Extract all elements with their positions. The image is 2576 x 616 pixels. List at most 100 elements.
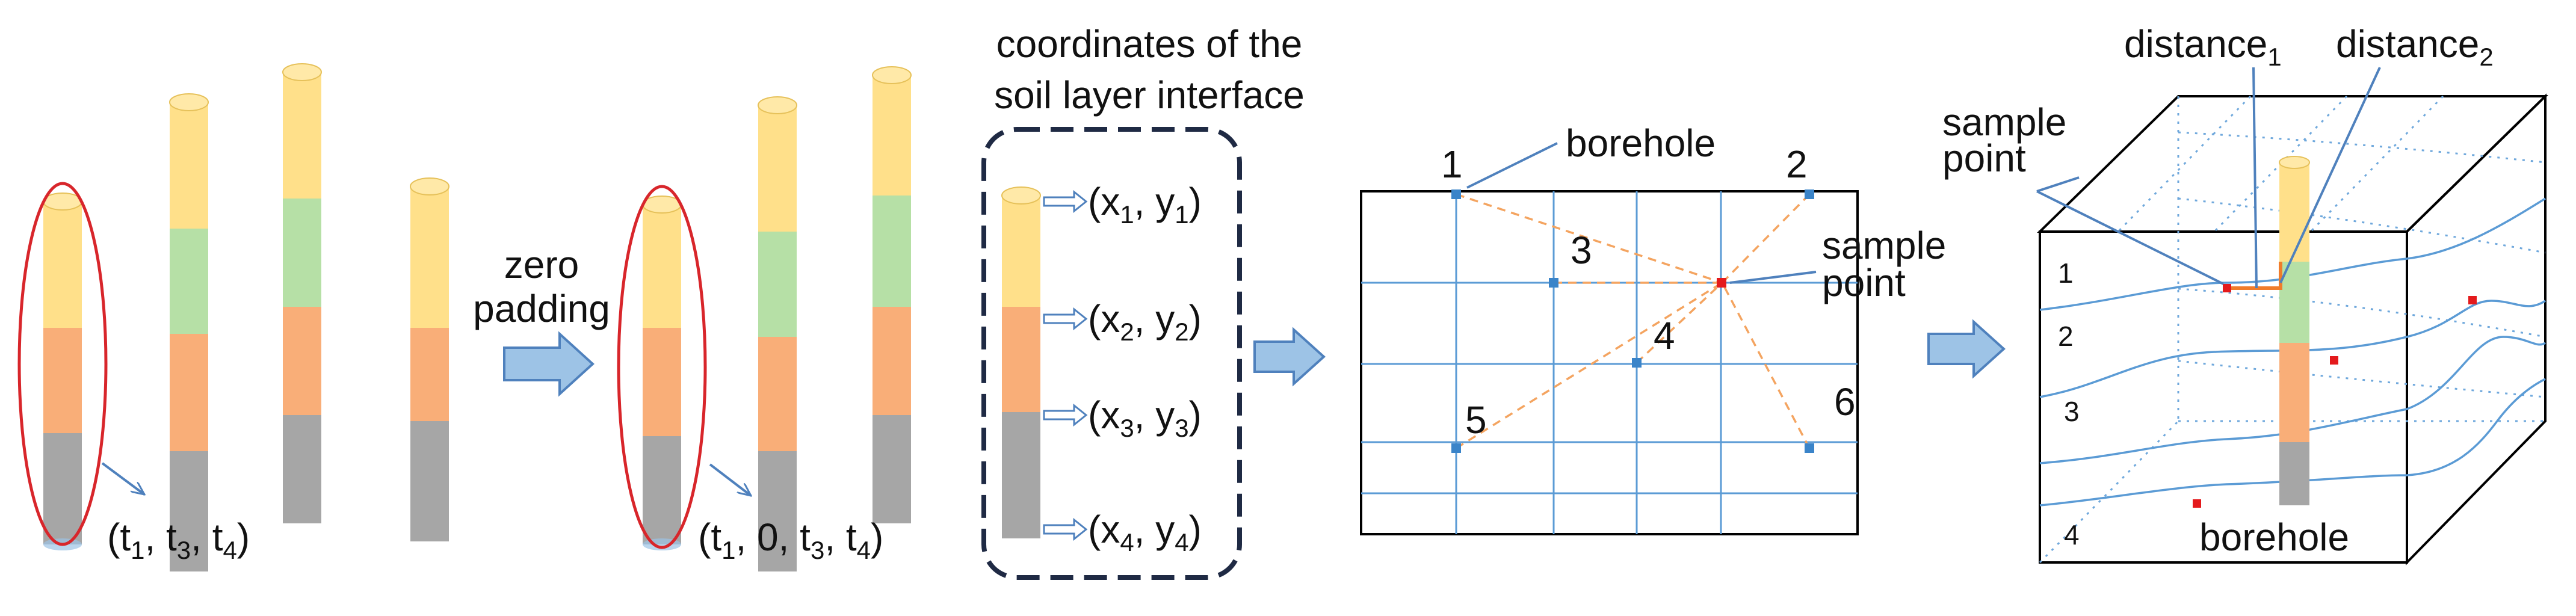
coord-label: (x1, y1)	[1088, 180, 1202, 229]
pointer-arrow	[101, 462, 144, 494]
soil-layer-yellow	[2279, 162, 2309, 262]
coord-label: (x4, y4)	[1088, 508, 1202, 556]
soil-layer-green	[283, 199, 321, 307]
soil-layer-yellow	[1002, 196, 1040, 307]
borehole-number: 6	[1834, 380, 1856, 424]
arrow-label-line1: zero	[504, 243, 579, 286]
borehole-column	[282, 63, 322, 523]
coord-label: (x2, y2)	[1088, 297, 1202, 346]
soil-layer-orange	[283, 307, 321, 415]
borehole-number: 1	[1441, 143, 1463, 186]
sample-point-marker	[1717, 278, 1726, 288]
borehole-top-cap	[169, 93, 209, 111]
borehole-marker	[1451, 443, 1461, 453]
sample-point-marker	[2330, 356, 2338, 365]
callout-line	[1729, 271, 1817, 284]
sample-callout-line1: sample	[1942, 100, 2066, 144]
layer-number: 1	[2058, 257, 2074, 289]
tuple-label-padded: (t1, 0, t3, t4)	[698, 516, 883, 564]
borehole-top-cap	[642, 196, 682, 214]
soil-layer-yellow	[410, 186, 449, 328]
soil-layer-gray	[873, 415, 911, 523]
callout-line	[2252, 67, 2258, 289]
layer-number: 3	[2064, 396, 2080, 427]
borehole-column	[1001, 186, 1041, 538]
borehole-marker	[1549, 278, 1558, 288]
borehole-top-cap	[1001, 186, 1041, 205]
interpolation-links	[1456, 193, 1811, 449]
borehole-marker	[1805, 189, 1814, 199]
soil-layer-gray	[758, 451, 797, 571]
arrow-label-line2: padding	[473, 287, 610, 330]
borehole-top-cap	[410, 177, 449, 196]
soil-layer-gray	[283, 415, 321, 523]
coord-label: (x3, y3)	[1088, 393, 1202, 442]
sample-point-marker	[2223, 284, 2231, 292]
soil-layer-gray	[643, 436, 681, 544]
soil-layer-gray	[2279, 442, 2309, 505]
soil-layer-yellow	[873, 75, 911, 196]
borehole-column	[43, 192, 82, 550]
soil-layer-orange	[170, 334, 208, 451]
sample-point-marker	[2193, 499, 2201, 508]
soil-layer-orange	[410, 328, 449, 421]
block-arrow-shape	[1253, 327, 1326, 387]
soil-layer-yellow	[643, 205, 681, 328]
borehole-group-raw: (t1, t3, t4)	[17, 63, 449, 571]
borehole-label: borehole	[2199, 516, 2349, 559]
borehole-top-cap	[2279, 156, 2310, 169]
callout-line	[2279, 67, 2381, 283]
soil-layer-yellow	[43, 202, 82, 328]
coords-title-line1: coordinates of the	[996, 22, 1303, 66]
borehole-column	[758, 96, 797, 571]
soil-layer-orange	[2279, 343, 2309, 442]
soil-layer-green	[170, 229, 208, 334]
coord-pointer-arrow	[1043, 403, 1088, 427]
soil-layer-yellow	[283, 72, 321, 199]
soil-layer-green	[758, 232, 797, 337]
callout-line	[2036, 176, 2080, 192]
callout-line	[1466, 142, 1558, 189]
borehole-column	[169, 93, 209, 571]
soil-layer-yellow	[170, 102, 208, 229]
distance-path	[2231, 262, 2282, 290]
stratum-cube: distance1 distance2 sample point 1 2 3 4…	[1942, 22, 2548, 565]
borehole-column	[642, 196, 682, 550]
sample-point-marker	[2468, 296, 2477, 304]
interface-coordinates: coordinates of the soil layer interface …	[981, 22, 1305, 580]
coord-pointer-arrow	[1043, 189, 1088, 214]
coords-title-line2: soil layer interface	[994, 73, 1305, 117]
borehole-top-cap	[758, 96, 797, 114]
soil-layer-orange	[758, 337, 797, 451]
borehole-column	[872, 66, 912, 523]
tuple-label-raw: (t1, t3, t4)	[107, 516, 250, 564]
interface-surfaces	[2039, 197, 2546, 507]
coord-row: (x1, y1)	[1043, 180, 1202, 229]
block-arrow-shape	[1927, 319, 2006, 379]
borehole-top-cap	[43, 192, 82, 211]
layer-number: 2	[2058, 321, 2074, 352]
borehole-top-cap	[282, 63, 322, 81]
soil-layer-gray	[170, 451, 208, 571]
borehole-number: 4	[1654, 314, 1675, 357]
soil-layer-orange	[1002, 307, 1040, 412]
borehole-top-cap	[872, 66, 912, 84]
pointer-arrow	[709, 463, 751, 496]
borehole-number: 5	[1465, 398, 1487, 442]
soil-layer-orange	[873, 307, 911, 415]
soil-layer-orange	[43, 328, 82, 433]
sample-points	[2193, 284, 2477, 508]
soil-layer-orange	[643, 328, 681, 436]
borehole-callout-label: borehole	[1566, 122, 1716, 165]
distance-label-2: distance2	[2336, 22, 2494, 71]
borehole-points	[1451, 189, 1814, 453]
soil-layer-gray	[43, 433, 82, 544]
block-arrow-shape	[503, 331, 595, 397]
borehole-column	[2279, 156, 2310, 505]
soil-layer-gray	[410, 421, 449, 541]
sample-callout-line1: sample	[1822, 224, 1946, 267]
coord-row: (x3, y3)	[1043, 393, 1202, 442]
coord-row: (x2, y2)	[1043, 297, 1202, 346]
